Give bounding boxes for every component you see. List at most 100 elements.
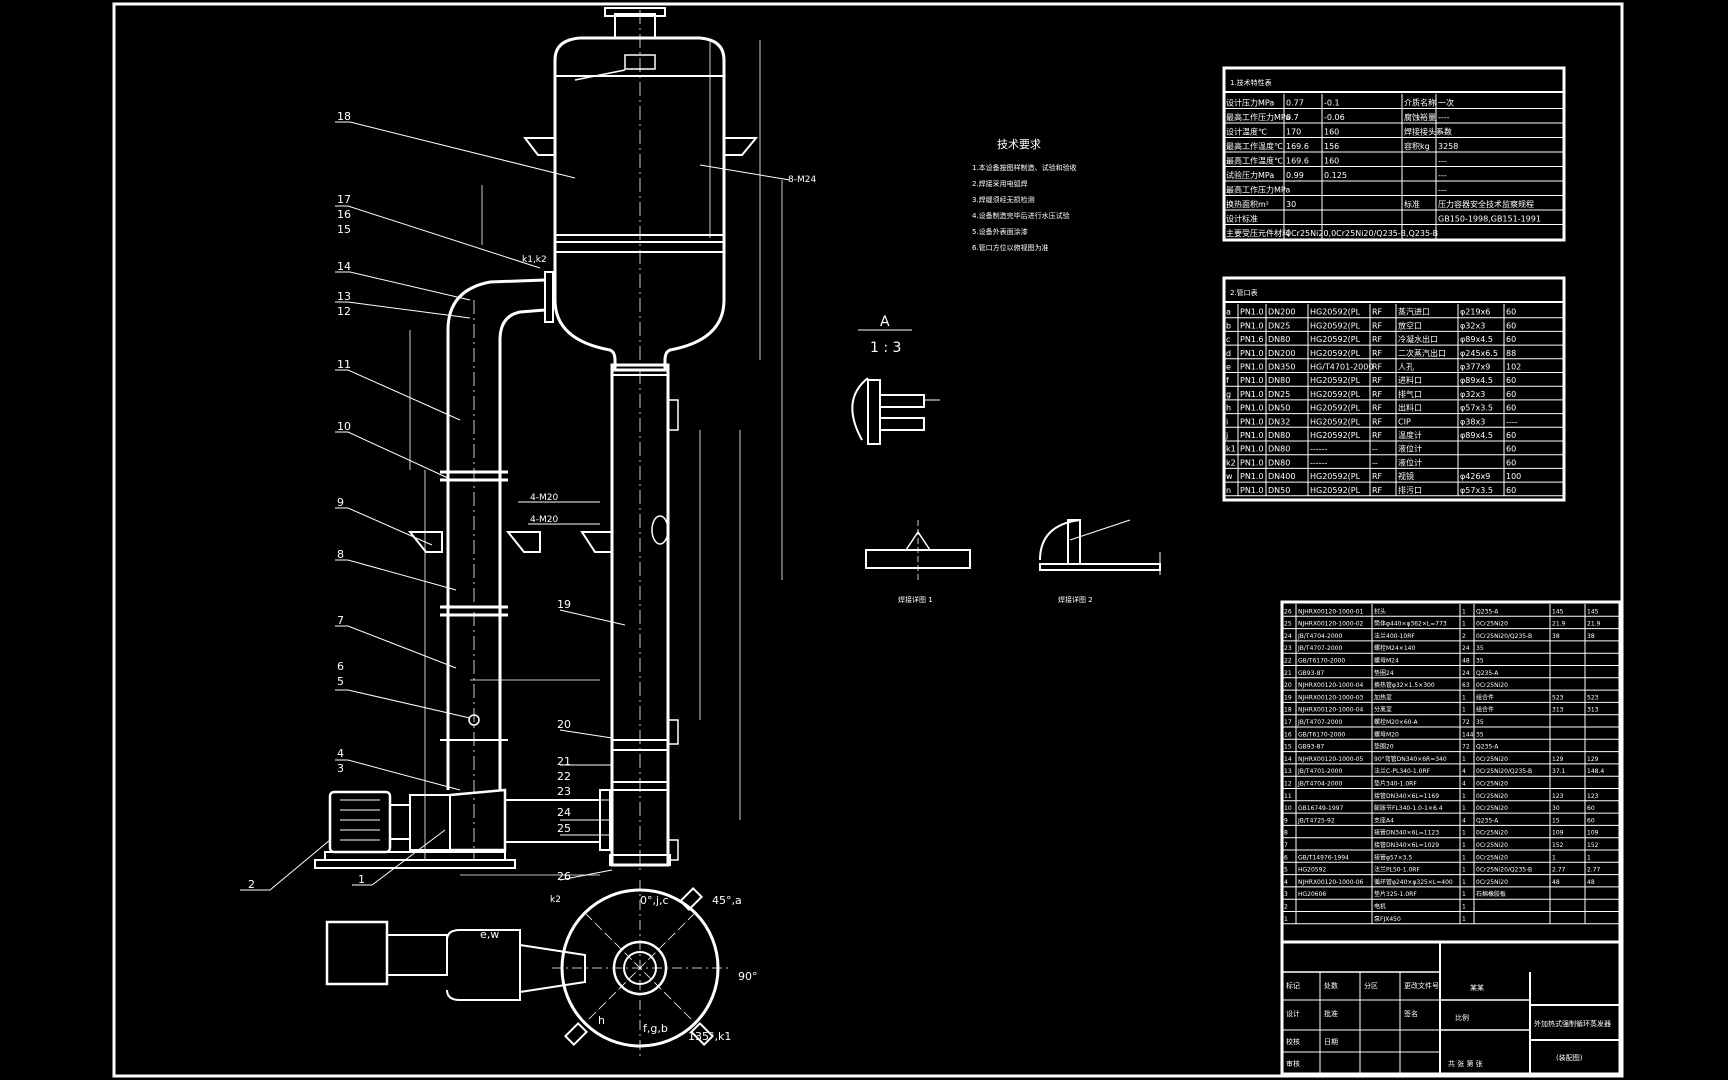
nozzle-table-cell: 60 [1506,308,1516,317]
nozzle-table-cell: n [1226,486,1231,495]
sheet-border [112,2,1624,1078]
design-table-cell: 换热面积m² [1226,199,1269,209]
parts-list-cell: 24 [1284,633,1292,640]
plan-view-labels: 0°,j,c 45°,a 90° 135°,k1 e,w f,g,b h [480,894,758,1043]
parts-list-cell: 1 [1462,904,1466,911]
parts-list-cell: 60 [1587,805,1595,812]
nozzle-table-cell: PN1.0 [1240,472,1264,481]
plan-view [325,880,728,1058]
part-label-19: 19 [557,598,571,611]
nozzle-table-cell: PN1.6 [1240,335,1264,344]
parts-list-cell: 1 [1462,879,1466,886]
sign-design: 设计 [1286,1009,1300,1018]
nozzle-table-cell: φ38x3 [1460,417,1485,426]
nozzle-table-cell: c [1226,335,1230,344]
nozzle-table-cell: 88 [1506,349,1516,358]
parts-list-cell: 37.1 [1552,768,1566,775]
parts-list-cell: 组合件 [1476,706,1494,714]
parts-list-cell: 泵FJX450 [1374,916,1401,923]
parts-list-cell: 筒体φ440×φ362×L=773 [1374,620,1447,628]
parts-list-cell: 2.77 [1587,867,1601,874]
parts-list-cell: 145 [1552,608,1564,615]
parts-list-cell: NJHRX00120-1000-04 [1298,707,1364,714]
part-label-7: 7 [337,614,344,627]
nozzle-table-cell: RF [1372,472,1383,481]
parts-list-cell: 1 [1462,608,1466,615]
parts-list-cell: 接管DN340×6L=1169 [1374,792,1439,800]
parts-list-cell: JB/T4725-92 [1297,817,1335,824]
design-table-cell: 设计温度℃ [1226,127,1267,137]
nozzle-table-cell: 60 [1506,404,1516,413]
scale-label: 比例 [1455,1013,1469,1022]
detail-scale: 1 : 3 [870,340,901,356]
nozzle-table-cell: RF [1372,417,1383,426]
drawing-title: 外加热式强制循环蒸发器 [1534,1019,1611,1028]
title-block-text: 某某 外加热式强制循环蒸发器 (装配图) 比例 共 张 第 张 设计 校核 审核… [1286,981,1611,1068]
nozzle-table-cell: 60 [1506,445,1516,454]
parts-list-cell: 123 [1587,793,1599,800]
nozzle-table-cell: 60 [1506,321,1516,330]
nozzle-table-cell: RF [1372,363,1383,372]
nozzle-table-cell: j [1225,431,1228,440]
parts-list-cell: NJHRX00120-1000-03 [1298,694,1364,701]
nozzle-table-cell: k1 [1226,445,1236,454]
design-table-cell: -0.1 [1324,99,1340,108]
nozzle-table-cell: k2 [1226,458,1236,467]
part-label-11: 11 [337,358,351,371]
parts-list-cell: 38 [1552,633,1560,640]
sign-zone: 分区 [1364,981,1378,990]
nozzle-table-cell: i [1226,417,1228,426]
sign-signature: 签名 [1404,1009,1418,1018]
parts-list-cell: 15 [1284,744,1292,751]
design-table-cell: 设计压力MPa [1226,98,1274,108]
nozzle-table-cell: -- [1372,445,1378,454]
parts-list-cell: 11 [1284,793,1292,800]
parts-list-cell: JB/T4701-2000 [1297,768,1342,775]
design-table-cell: 169.6 [1286,142,1309,151]
part-label-24: 24 [557,806,571,819]
level-gauge-label: k1,k2 [522,255,547,265]
design-table-cell: 0.7 [1286,113,1299,122]
nozzle-table-cell: HG20592(PL [1310,486,1361,495]
part-label-2: 2 [248,878,255,891]
plan-e-w: e,w [480,928,499,941]
parts-list-cell: 72 [1462,744,1470,751]
tech-req-title: 技术要求 [997,138,1041,151]
nozzle-table-cell: 放空口 [1398,320,1422,330]
parts-list-cell: 0Cr25Ni20/Q235-B [1476,633,1532,640]
parts-list-cell: 313 [1552,707,1564,714]
parts-list-cell: 螺母M24 [1374,657,1399,665]
nozzle-table-cell: DN25 [1268,390,1290,399]
part-label-3: 3 [337,762,344,775]
part-label-26: 26 [557,870,571,883]
nozzle-table-cell: b [1226,321,1231,330]
nozzle-table-cell: 排污口 [1398,485,1422,495]
parts-list-cell: 18 [1284,707,1292,714]
design-table-cell: 设计标准 [1226,214,1258,224]
parts-list-cell: 4 [1462,781,1466,788]
parts-list-cell: NJHRX00120-1000-04 [1298,682,1364,689]
nozzle-table-cell: HG20592(PL [1310,376,1361,385]
parts-list-cell: 法兰400-10RF [1374,632,1415,640]
nozzle-table-cell: φ245x6.5 [1460,349,1498,358]
parts-list-cell: 1 [1462,830,1466,837]
design-table-cell: 最高工作压力MPa [1226,185,1290,195]
parts-list-cell: 60 [1587,817,1595,824]
parts-list-cell: GB/T6170-2000 [1298,658,1345,665]
nozzle-table-cell: PN1.0 [1240,417,1264,426]
parts-list-cell: 35 [1476,731,1484,738]
parts-list-cell: GB/T6170-2000 [1298,731,1345,738]
nozzle-table-cell: 液位计 [1398,444,1422,454]
nozzle-table-cell: HG20592(PL [1310,321,1361,330]
design-table-cell: 30 [1286,200,1296,209]
parts-list-cell: 循环管φ240×φ325×L=400 [1374,878,1453,886]
nozzle-table-cell: φ57x3.5 [1460,404,1493,413]
part-leaders [240,121,626,891]
parts-list-cell: 1 [1462,842,1466,849]
tech-req-line-1: 1.本设备按图样制造、试验和验收 [972,163,1077,172]
parts-list-cell: 0Cr25Ni20 [1476,842,1508,849]
parts-list-cell: 35 [1476,658,1484,665]
